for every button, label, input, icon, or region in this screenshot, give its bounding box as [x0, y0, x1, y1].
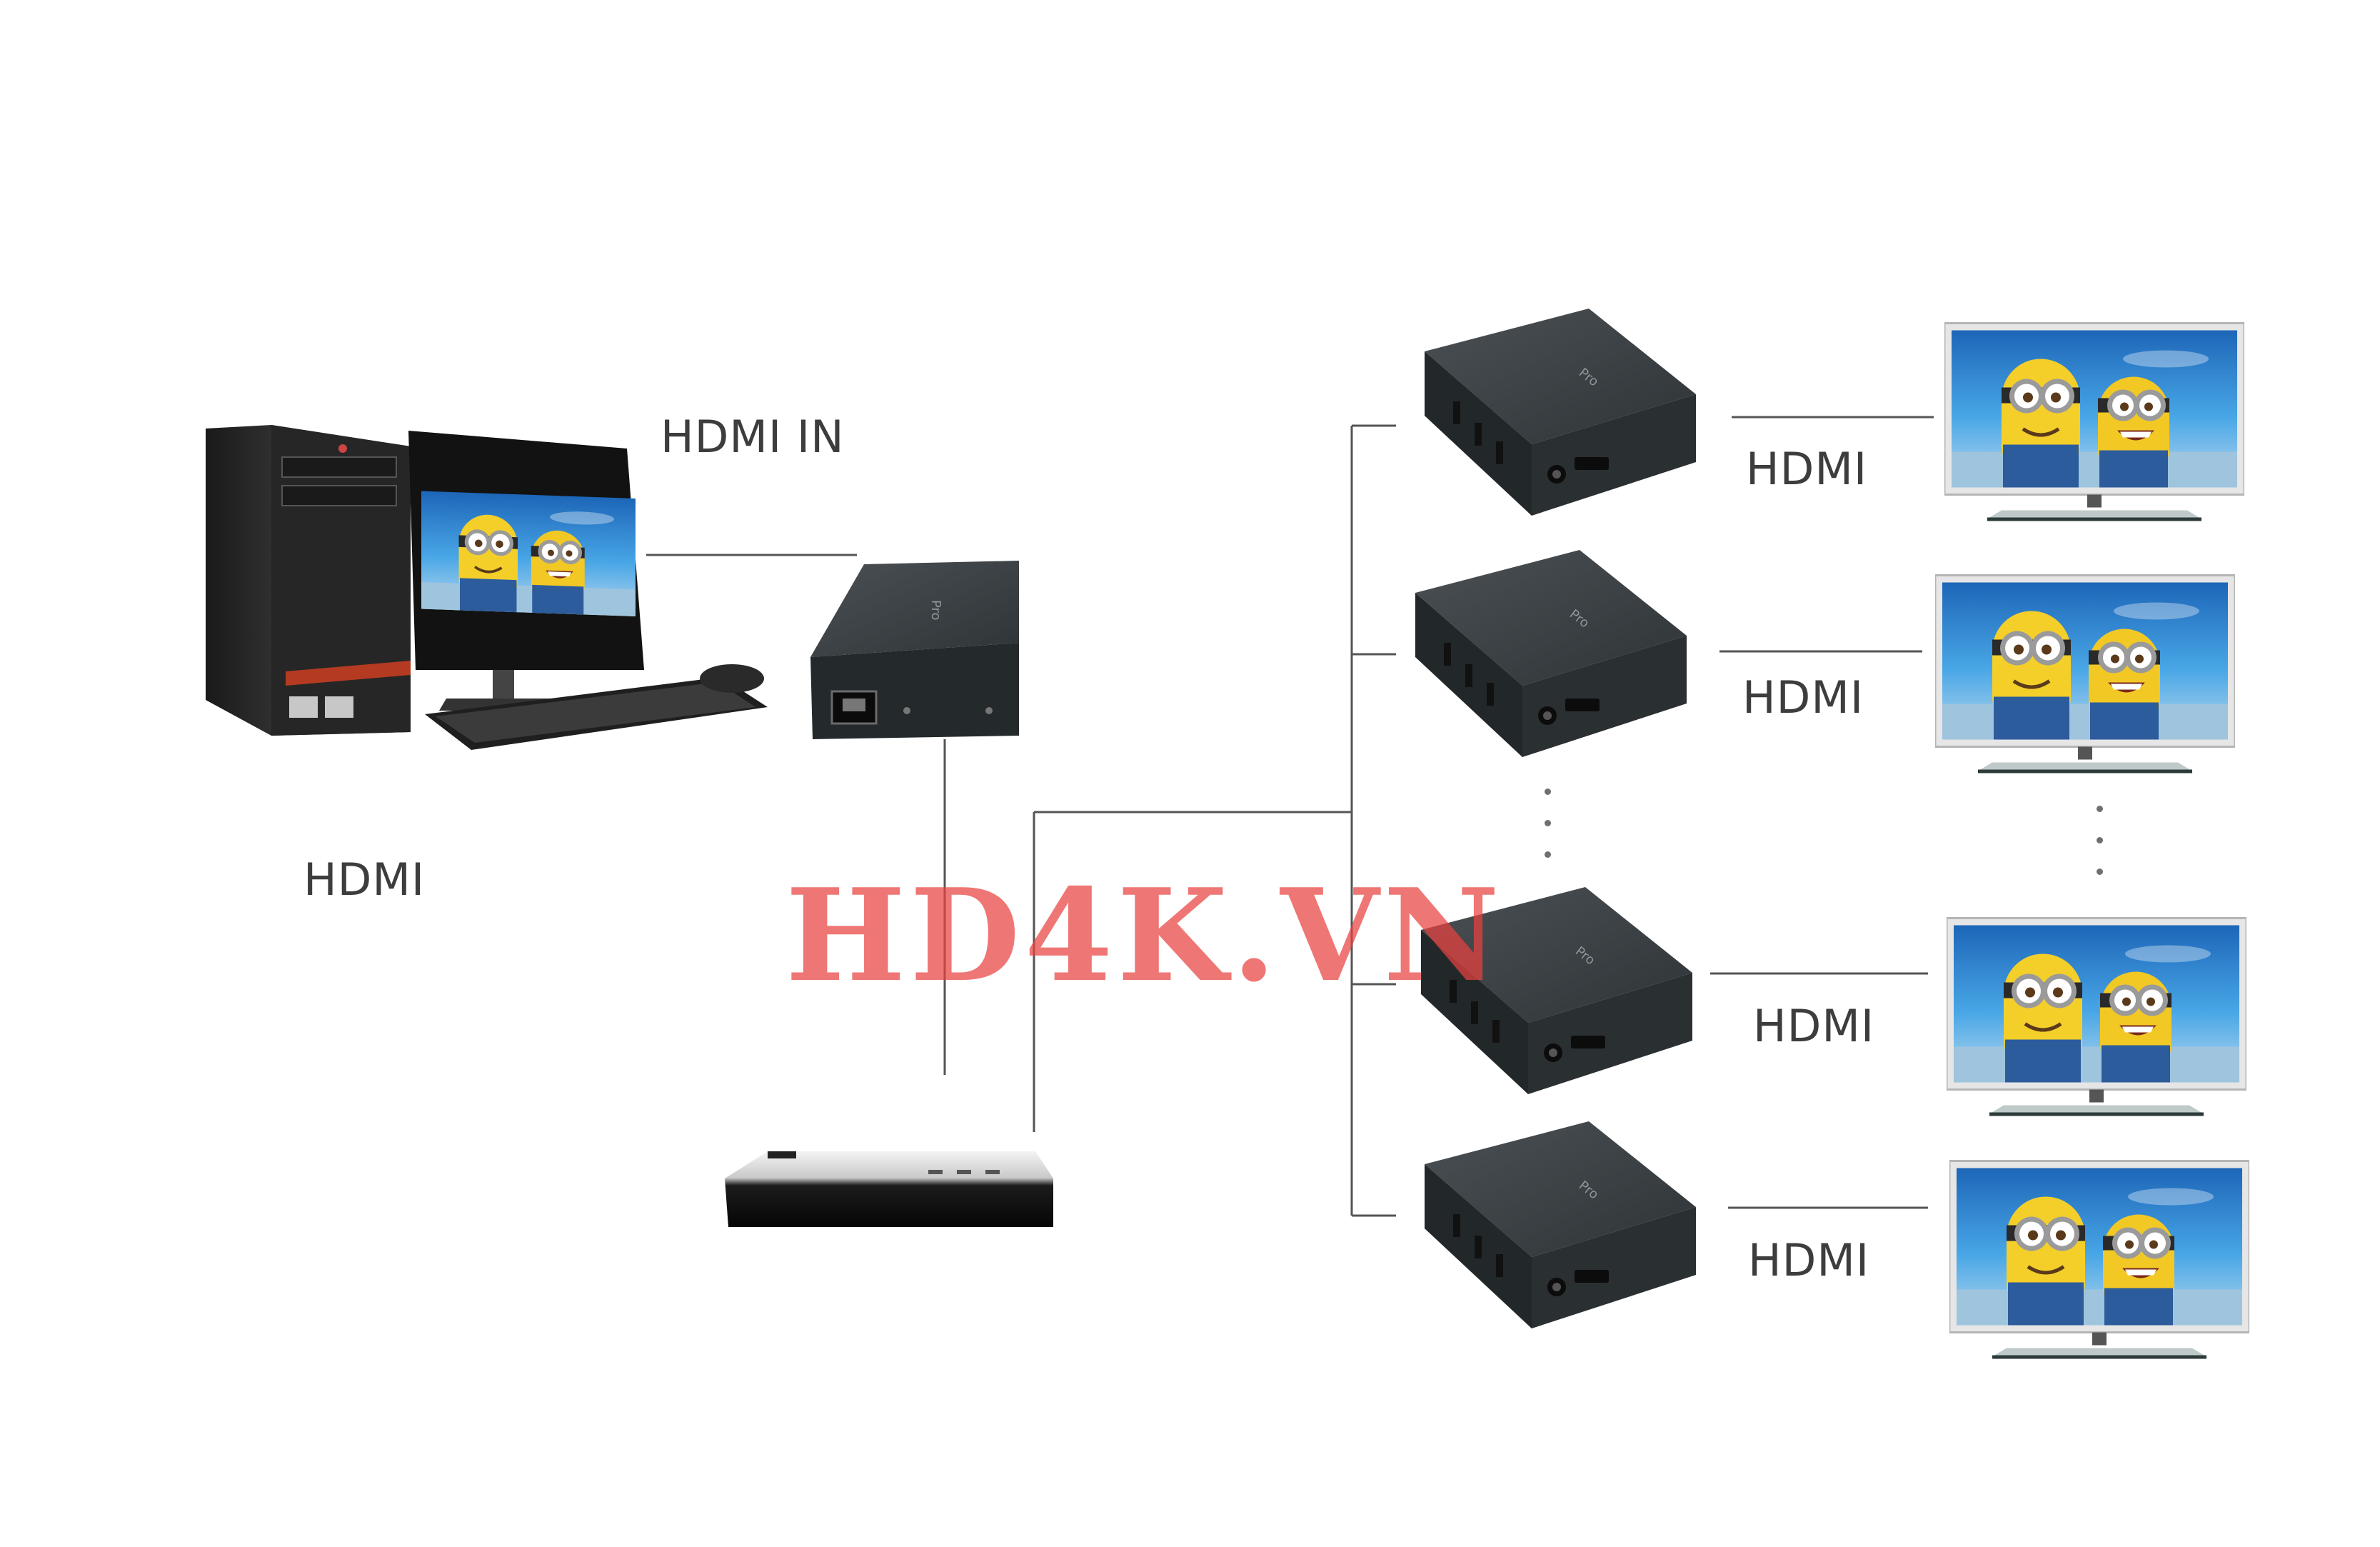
hdmi-output-label-4: HDMI [1748, 1234, 1870, 1286]
hdmi-output-label-2: HDMI [1742, 671, 1864, 724]
hdmi-output-label-1: HDMI [1746, 443, 1868, 495]
hdmi-transmitter: Pro [810, 561, 1019, 739]
watermark: HD4K.VN [785, 861, 1504, 1010]
ellipsis-dot [1545, 820, 1551, 826]
connection-lines [646, 416, 1934, 1217]
ellipsis-dot [2097, 837, 2103, 843]
ellipsis-dot [2097, 806, 2103, 812]
network-switch [725, 1151, 1053, 1227]
ellipsis-dot [1545, 851, 1551, 858]
hdmi-receiver-4 [1425, 1121, 1696, 1328]
display-4 [1949, 1161, 2249, 1359]
display-3 [1947, 918, 2246, 1116]
hdmi-in-label: HDMI IN [661, 411, 845, 463]
desktop-computer [206, 425, 768, 750]
display-2 [1935, 576, 2235, 774]
ellipsis-dot [1545, 788, 1551, 795]
hdmi-output-label-3: HDMI [1753, 1000, 1875, 1052]
hdmi-receiver-1 [1425, 309, 1696, 516]
ellipsis-dot [2097, 868, 2103, 875]
svg-text:Pro: Pro [928, 600, 943, 621]
hdmi-receiver-2 [1415, 550, 1687, 757]
hdmi-source-label: HDMI [303, 853, 426, 906]
display-1 [1944, 324, 2244, 521]
